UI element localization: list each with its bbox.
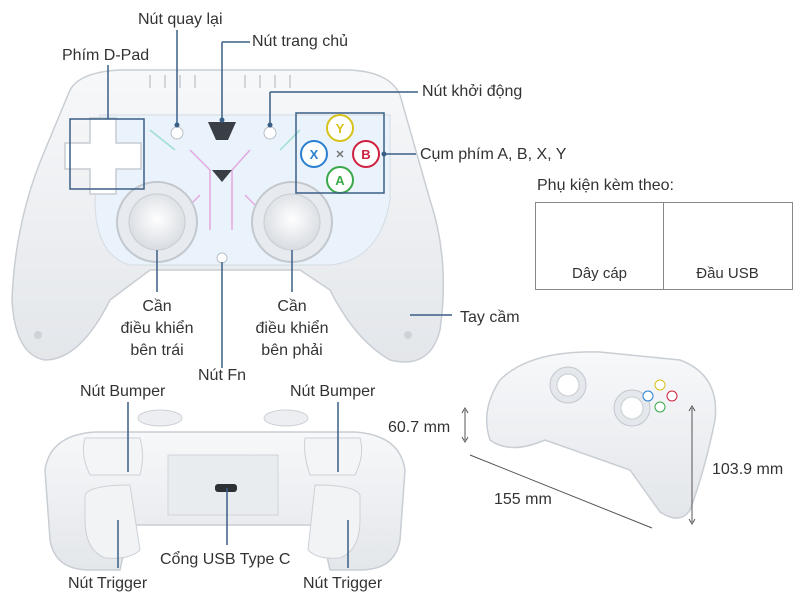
fn-button-label: Nút Fn <box>198 367 247 384</box>
trigger-right-label: Nút Trigger <box>303 575 383 592</box>
usb-c-port-shape <box>215 484 237 492</box>
accessories-box: Dây cáp Đầu USB <box>535 202 793 290</box>
bumper-right-label: Nút Bumper <box>290 383 376 400</box>
home-button-shape <box>208 122 236 140</box>
controller-back-view <box>44 409 406 571</box>
home-button-label: Nút trang chủ <box>252 33 349 50</box>
dpad-callout-box <box>69 118 145 190</box>
grip-label: Tay cầm <box>460 309 520 326</box>
fn-button-shape <box>216 252 228 264</box>
trigger-left-label: Nút Trigger <box>68 575 148 592</box>
dpad-label: Phím D-Pad <box>62 47 150 64</box>
y-button-label: Y <box>336 121 345 136</box>
x-button-label: X <box>310 147 319 162</box>
controller-body <box>11 69 445 363</box>
a-button-label: A <box>335 173 345 188</box>
abxy-callout-box <box>295 112 385 194</box>
b-button-label: B <box>361 147 370 162</box>
back-button-label: Nút quay lại <box>138 11 223 28</box>
start-button-shape <box>263 126 277 140</box>
cable-caption: Dây cáp <box>571 265 628 282</box>
svg-text:✕: ✕ <box>335 149 344 161</box>
abxy-label: Cụm phím A, B, X, Y <box>420 146 567 163</box>
abxy-cluster: Y B X A ✕ <box>300 114 380 194</box>
right-stick <box>251 181 333 263</box>
dpad <box>64 117 142 195</box>
accessories-title: Phụ kiện kèm theo: <box>537 177 674 194</box>
back-button-shape <box>170 126 184 140</box>
usb-c-label: Cổng USB Type C <box>160 551 291 568</box>
usb-caption: Đầu USB <box>696 265 759 282</box>
bumper-left-label: Nút Bumper <box>80 383 166 400</box>
height-dimension: 60.7 mm <box>388 419 451 436</box>
left-stick <box>116 181 198 263</box>
depth-dimension: 103.9 mm <box>712 461 784 478</box>
width-dimension: 155 mm <box>494 491 552 508</box>
start-button-label: Nút khởi động <box>422 83 523 100</box>
